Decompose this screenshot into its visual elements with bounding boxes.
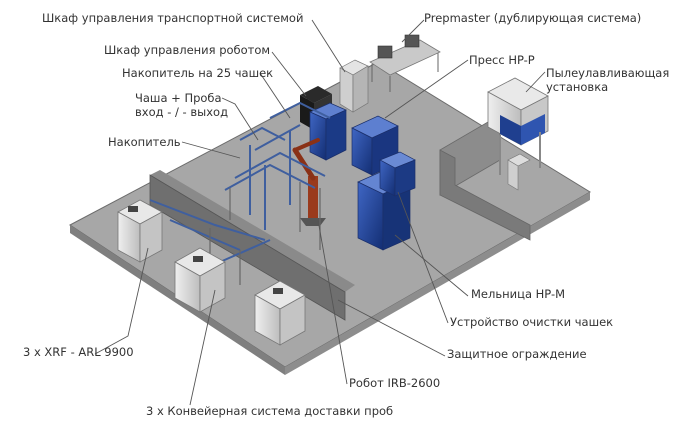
transport-control-cabinet (339, 59, 369, 113)
label-dust-line2: установка (546, 80, 609, 94)
central-equipment-cluster (292, 102, 416, 251)
label-robot: Робот IRB-2600 (349, 376, 441, 390)
label-press: Пресс HP-P (469, 53, 535, 67)
label-cup-cleaner: Устройство очистки чашек (450, 315, 614, 329)
dust-collector (487, 77, 549, 191)
rail-supports (209, 182, 321, 285)
transport-rails (149, 101, 331, 263)
label-xrf: 3 x XRF - ARL 9900 (23, 345, 134, 359)
label-mill: Мельница HP-M (471, 287, 566, 301)
leader-lines (94, 19, 546, 406)
label-dust-collector: Пылеулавливающая установка (546, 66, 669, 94)
label-protective-fence: Защитное ограждение (447, 347, 587, 361)
label-magazine-25: Накопитель на 25 чашек (122, 66, 274, 80)
label-bowl-sample: Чаша + Проба вход - / - выход (135, 91, 228, 119)
label-bowl-line2: вход - / - выход (135, 105, 229, 119)
prepmaster-desks (369, 34, 441, 92)
protective-fence (149, 170, 355, 321)
label-bowl-line1: Чаша + Проба (135, 91, 222, 105)
xrf-units (117, 199, 306, 346)
label-robot-cabinet: Шкаф управления роботом (104, 43, 271, 57)
label-prepmaster: Prepmaster (дублирующая система) (424, 11, 642, 25)
label-dust-line1: Пылеулавливающая (546, 66, 670, 80)
label-transport-cabinet: Шкаф управления транспортной системой (42, 11, 304, 25)
label-accumulator: Накопитель (108, 135, 181, 149)
label-conveyor: 3 x Конвейерная система доставки проб (146, 404, 394, 418)
